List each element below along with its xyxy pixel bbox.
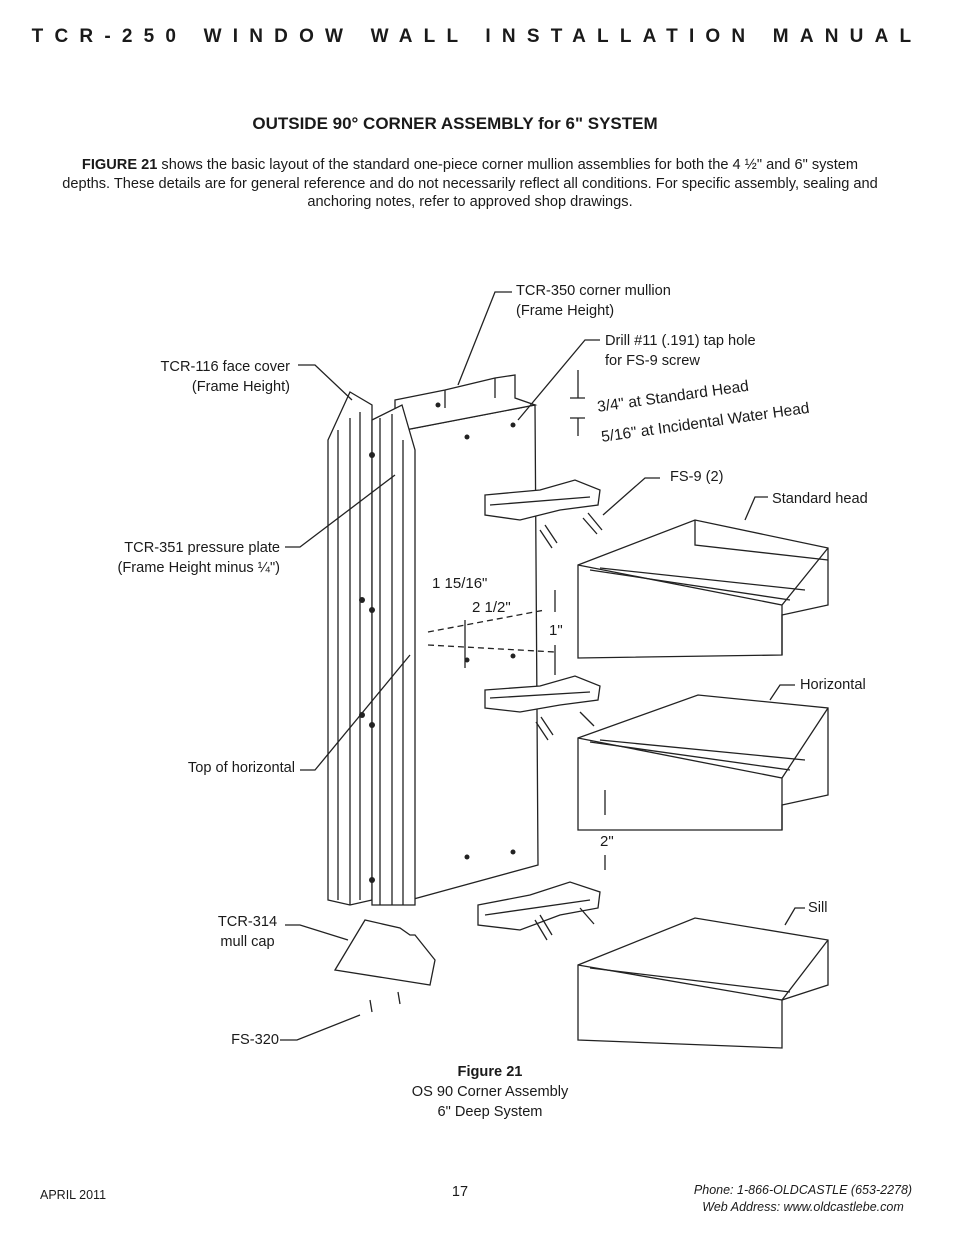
label-horizontal: Horizontal [800, 677, 866, 693]
label-dim-1: 1" [549, 622, 563, 639]
footer-phone: Phone: 1-866-OLDCASTLE (653-2278) [693, 1183, 913, 1197]
section-title: OUTSIDE 90° CORNER ASSEMBLY for 6" SYSTE… [252, 114, 658, 133]
label-tcr116: TCR-116 face cover (Frame Height) [100, 357, 291, 397]
label-tcr351-line2: (Frame Height minus ¼") [117, 560, 280, 576]
footer-web: Web Address: www.oldcastlebe.com [702, 1200, 904, 1214]
label-drill-line1: Drill #11 (.191) tap hole [605, 333, 756, 349]
figure-caption-line2: 6" Deep System [437, 1104, 543, 1120]
label-fs320: FS-320 [231, 1032, 279, 1048]
fs9-screw-2 [582, 512, 603, 535]
label-drill: Drill #11 (.191) tap hole for FS-9 screw [605, 331, 756, 371]
label-drill-line2: for FS-9 screw [605, 353, 700, 369]
label-dim-2-1-2: 2 1/2" [472, 599, 511, 616]
sill-profile [577, 917, 829, 1049]
fs9-screw-6 [579, 907, 595, 925]
intro-figure-ref: FIGURE 21 [81, 157, 158, 173]
label-tcr116-line2: (Frame Height) [191, 379, 290, 395]
clip-lower [477, 881, 601, 931]
fs9-screw-1 [539, 524, 558, 549]
figure-caption-title: Figure 21 [457, 1064, 523, 1080]
intro-paragraph: FIGURE 21 shows the basic layout of the … [60, 156, 880, 212]
fs9-screw-4 [579, 711, 595, 727]
label-tcr314-line1: TCR-314 [217, 914, 278, 930]
figure-caption: Figure 21 OS 90 Corner Assembly 6" Deep … [330, 1062, 650, 1122]
label-top-of-horizontal: Top of horizontal [187, 760, 295, 776]
label-tcr314-line2: mull cap [220, 934, 275, 950]
page-number: 17 [451, 1184, 469, 1200]
label-dim-1-15-16: 1 15/16" [432, 575, 488, 592]
intro-text: shows the basic layout of the standard o… [62, 157, 878, 210]
footer-contact: Phone: 1-866-OLDCASTLE (653-2278) Web Ad… [650, 1182, 954, 1216]
footer-date: APRIL 2011 [40, 1188, 107, 1202]
label-tcr350: TCR-350 corner mullion (Frame Height) [516, 281, 671, 321]
clip-upper [484, 479, 601, 521]
label-tcr351: TCR-351 pressure plate (Frame Height min… [60, 538, 280, 578]
mull-cap-plate [333, 919, 436, 986]
label-tcr314: TCR-314 mull cap [200, 912, 295, 952]
corner-mullion-body [404, 404, 539, 901]
label-standard-head: Standard head [772, 491, 868, 507]
label-tcr350-line2: (Frame Height) [516, 303, 615, 319]
label-tcr351-line1: TCR-351 pressure plate [124, 540, 280, 556]
label-fs9: FS-9 (2) [670, 469, 724, 485]
fs9-screw-5 [534, 914, 553, 941]
pressure-plate-strip [371, 404, 416, 906]
label-tcr350-line1: TCR-350 corner mullion [516, 283, 671, 299]
label-tcr116-line1: TCR-116 face cover [160, 359, 291, 375]
figure-caption-line1: OS 90 Corner Assembly [411, 1084, 569, 1100]
label-sill: Sill [808, 900, 828, 916]
fs9-screw-3 [535, 716, 554, 741]
label-dim-2: 2" [600, 833, 614, 850]
manual-header-title: TCR-250 WINDOW WALL INSTALLATION MANUAL [31, 26, 923, 47]
clip-middle [484, 675, 601, 713]
fs320-screws [369, 991, 401, 1013]
